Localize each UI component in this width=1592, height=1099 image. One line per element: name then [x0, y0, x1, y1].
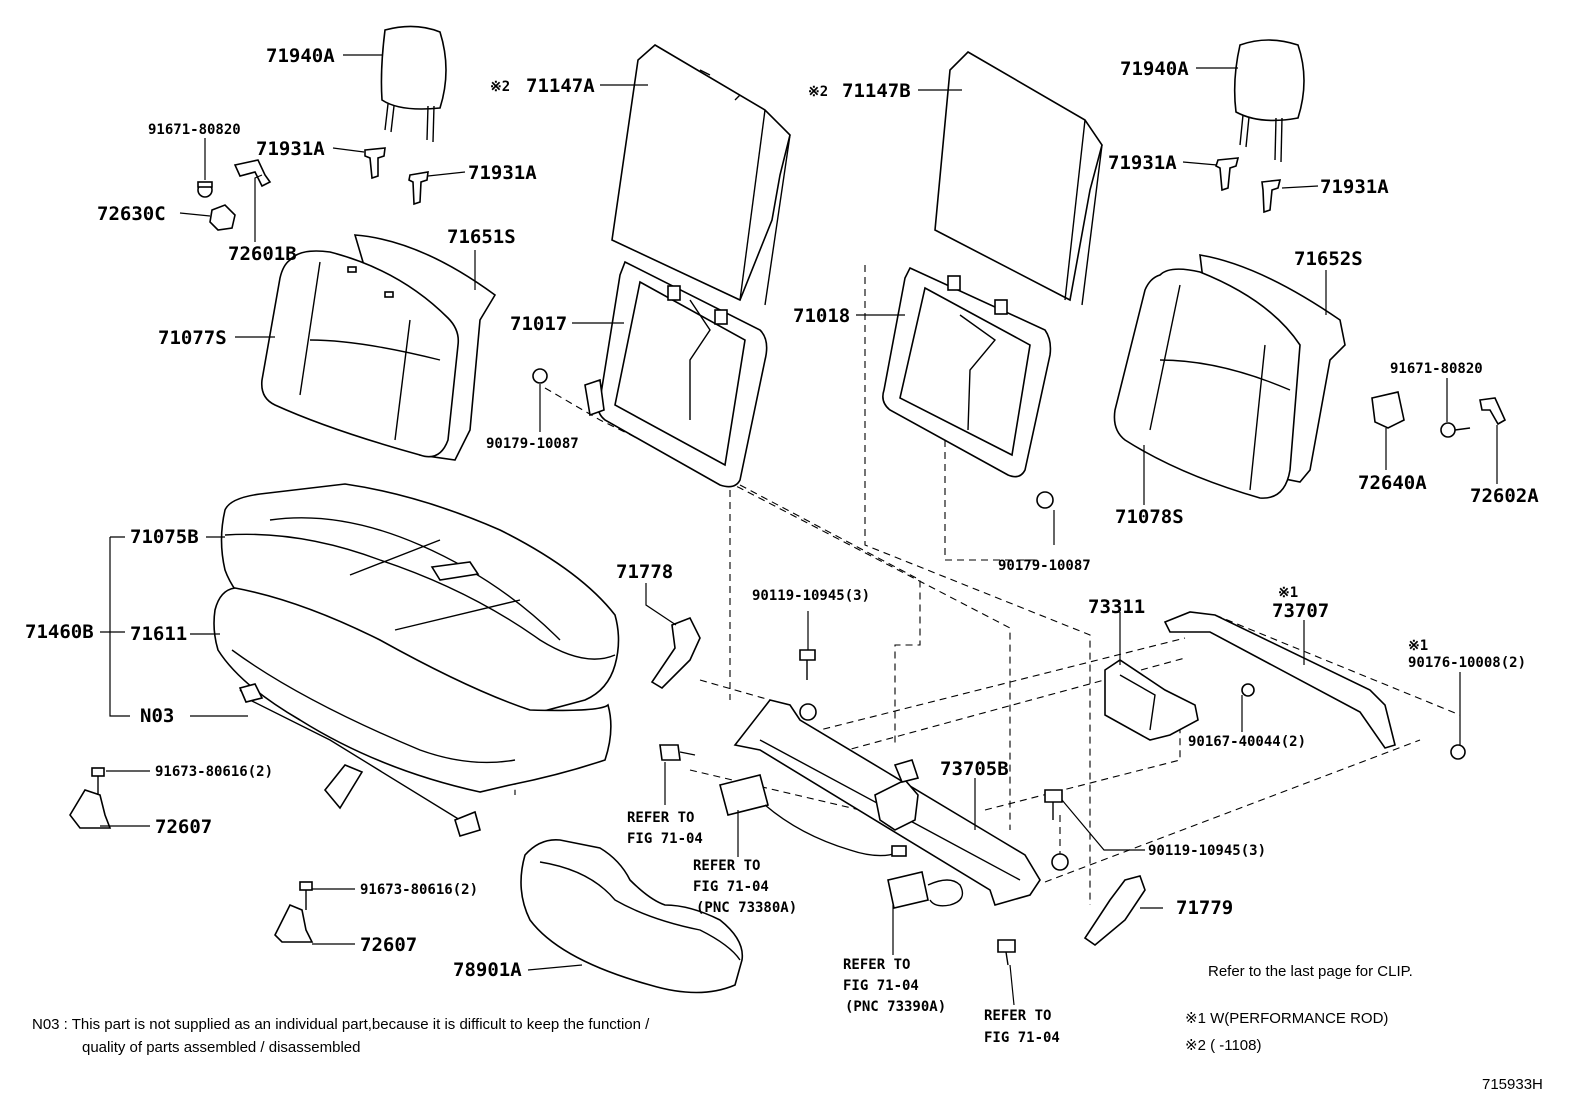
label-71147A-mark: ※2: [490, 79, 510, 95]
label-71147B: 71147B: [842, 80, 911, 102]
note-clip: Refer to the last page for CLIP.: [1208, 963, 1413, 980]
label-91671-80820-right: 91671-80820: [1390, 361, 1483, 377]
ref-3-line-3: (PNC 73390A): [845, 999, 946, 1015]
seatback-left: [260, 234, 497, 461]
footnote-1: ※1 W(PERFORMANCE ROD): [1185, 1010, 1388, 1027]
label-72607-1: 72607: [155, 816, 212, 838]
label-71017: 71017: [510, 313, 567, 335]
footnote-2: ※2 ( -1108): [1185, 1037, 1262, 1054]
label-71940A-right: 71940A: [1120, 58, 1189, 80]
under-tray-78901A: [520, 838, 744, 994]
label-71651S: 71651S: [447, 226, 516, 248]
label-73707: 73707: [1272, 600, 1329, 622]
ref-2-line-3: (PNC 73380A): [696, 900, 797, 916]
seat-cushion: [213, 483, 620, 837]
ref-4-line-2: FIG 71-04: [984, 1030, 1060, 1046]
ref-3-line-2: FIG 71-04: [843, 978, 919, 994]
ref-1-line-2: FIG 71-04: [627, 831, 703, 847]
note-n03-line-2: quality of parts assembled / disassemble…: [82, 1039, 360, 1056]
label-71460B: 71460B: [25, 621, 94, 643]
levers: [650, 616, 1146, 947]
footnotes: N03 : This part is not supplied as an in…: [32, 963, 1543, 1093]
label-71940A-left: 71940A: [266, 45, 335, 67]
label-73705B: 73705B: [940, 758, 1009, 780]
label-71078S: 71078S: [1115, 506, 1184, 528]
diagram-id: 715933H: [1482, 1076, 1543, 1093]
leader-lines: [100, 54, 1498, 1006]
label-N03: N03: [140, 705, 174, 727]
seatback-right: [1113, 254, 1346, 499]
label-91673-80616-2: 91673-80616(2): [360, 882, 478, 898]
label-72607-2: 72607: [360, 934, 417, 956]
label-91671-80820-left: 91671-80820: [148, 122, 241, 138]
label-90179-10087-left: 90179-10087: [486, 436, 579, 452]
label-73707-mark: ※1: [1278, 585, 1298, 601]
label-72602A: 72602A: [1470, 485, 1539, 507]
seatbelt-buckles: [719, 774, 964, 909]
label-71931A-4: 71931A: [1320, 176, 1389, 198]
label-72601B: 72601B: [228, 243, 297, 265]
label-71931A-3: 71931A: [1108, 152, 1177, 174]
seatback-frame-71018: [882, 266, 1054, 509]
performance-rod-73707: [1163, 611, 1396, 749]
label-90119-10945-bottom: 90119-10945(3): [1148, 843, 1266, 859]
part-number-labels: 71940A 91671-80820 71931A 71931A 72630C …: [25, 45, 1539, 1046]
back-board-71147A: [611, 44, 791, 306]
label-78901A: 78901A: [453, 959, 522, 981]
ref-2-line-1: REFER TO: [693, 858, 760, 874]
ref-3-line-1: REFER TO: [843, 957, 910, 973]
label-71018: 71018: [793, 305, 850, 327]
headrest-left: [380, 25, 447, 143]
label-71611: 71611: [130, 623, 187, 645]
label-71779: 71779: [1176, 897, 1233, 919]
label-72640A: 72640A: [1358, 472, 1427, 494]
label-73311: 73311: [1088, 596, 1145, 618]
assembly-dashed-lines: [239, 265, 1461, 905]
note-n03-line-1: N03 : This part is not supplied as an in…: [32, 1016, 650, 1033]
label-90179-10087-right: 90179-10087: [998, 558, 1091, 574]
bolts: [659, 649, 1063, 966]
label-90167-40044: 90167-40044(2): [1188, 734, 1306, 750]
label-90119-10945-top: 90119-10945(3): [752, 588, 870, 604]
headrest-right: [1215, 39, 1305, 214]
seatback-frame-71017: [532, 260, 768, 488]
label-71147A: 71147A: [526, 75, 595, 97]
ref-1-line-1: REFER TO: [627, 810, 694, 826]
label-71075B: 71075B: [130, 526, 199, 548]
label-71931A-1: 71931A: [256, 138, 325, 160]
label-71931A-2: 71931A: [468, 162, 537, 184]
ref-4-line-1: REFER TO: [984, 1008, 1051, 1024]
seat-frame-73705B: [733, 699, 1069, 906]
label-71778: 71778: [616, 561, 673, 583]
label-91673-80616-1: 91673-80616(2): [155, 764, 273, 780]
label-90176-10008: 90176-10008(2): [1408, 655, 1526, 671]
label-71077S: 71077S: [158, 327, 227, 349]
bolt-and-brackets-left: [197, 159, 272, 231]
label-90176-mark: ※1: [1408, 638, 1428, 654]
headrest-guides-left: [364, 147, 429, 206]
bolt-and-brackets-right: [1371, 391, 1507, 438]
back-board-71147B: [934, 50, 1103, 306]
bracket-73311: [1104, 659, 1466, 760]
label-71652S: 71652S: [1294, 248, 1363, 270]
label-72630C: 72630C: [97, 203, 166, 225]
label-71147B-mark: ※2: [808, 84, 828, 100]
brackets-72607: [69, 767, 314, 943]
ref-2-line-2: FIG 71-04: [693, 879, 769, 895]
